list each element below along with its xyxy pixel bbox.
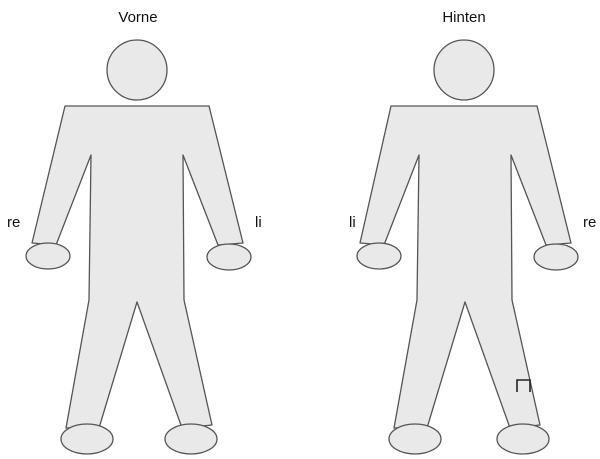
front-foot-right xyxy=(61,424,113,454)
front-label-re: re xyxy=(7,214,20,231)
back-foot-left xyxy=(389,424,441,454)
back-head xyxy=(434,40,494,100)
back-foot-right xyxy=(497,424,549,454)
back-hand-left xyxy=(357,243,401,269)
back-hand-right xyxy=(534,244,578,270)
front-label-li: li xyxy=(255,214,262,231)
front-title: Vorne xyxy=(118,9,157,26)
back-figure: Hinten li re xyxy=(349,9,596,454)
back-title: Hinten xyxy=(442,9,485,26)
front-figure: Vorne re li xyxy=(7,9,262,454)
back-label-li: li xyxy=(349,214,356,231)
front-foot-left xyxy=(165,424,217,454)
front-hand-right xyxy=(26,243,70,269)
back-label-re: re xyxy=(583,214,596,231)
front-hand-left xyxy=(207,244,251,270)
front-head xyxy=(107,40,167,100)
front-body xyxy=(32,106,243,428)
